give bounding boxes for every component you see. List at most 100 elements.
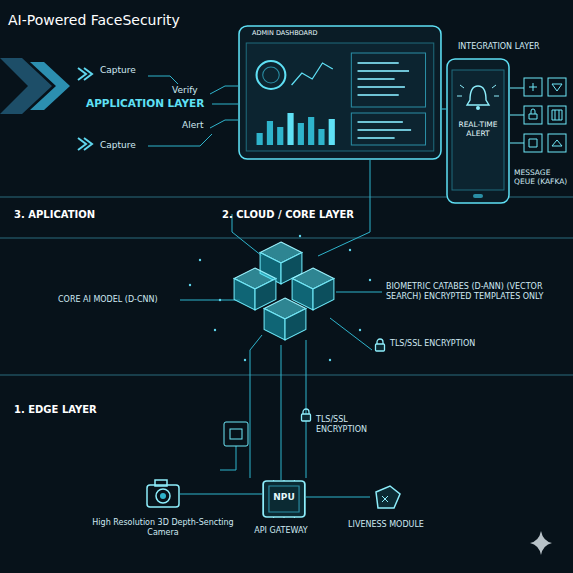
layer-label: CORE AI MODEL (D-CNN) <box>58 295 158 305</box>
shape-path <box>529 109 537 119</box>
shape-rect <box>524 134 542 152</box>
shape-rect <box>548 134 566 152</box>
shape-rect <box>548 106 566 124</box>
shape-path <box>318 160 370 256</box>
shape-rect <box>548 78 566 96</box>
dot <box>299 235 301 237</box>
shape-use <box>376 339 385 351</box>
shape-path <box>148 134 212 146</box>
node-art <box>146 478 180 508</box>
shape-use <box>264 298 306 340</box>
shape-circle <box>160 493 166 499</box>
shape-rect <box>473 194 483 198</box>
title: AI-Powered FaceSecurity <box>8 12 180 29</box>
shape-rect <box>447 59 509 203</box>
shape-rect <box>351 53 425 107</box>
shape-rect <box>329 119 335 145</box>
node-text: High Resolution 3D Depth-Sencting Camera <box>88 518 238 538</box>
shape-circle <box>156 489 170 503</box>
dot <box>369 279 371 281</box>
shape-path <box>552 84 562 91</box>
shape-path <box>358 122 412 138</box>
shape-use <box>234 268 276 310</box>
shape-line <box>0 375 573 376</box>
shape-rect <box>298 123 304 145</box>
layer-label: 3. APLICATION <box>14 209 95 221</box>
shape-rect <box>287 113 293 145</box>
shape-path <box>220 446 236 470</box>
cube-cluster <box>234 242 334 340</box>
chip-icon <box>224 422 248 446</box>
shape-path <box>180 300 240 301</box>
layer-label: APPLICATION LAYER <box>86 97 204 110</box>
chevrons <box>0 58 92 150</box>
node-text: API GATEWAY <box>226 526 336 536</box>
node-text: LIVENESS MODULE <box>331 520 441 530</box>
layer-label: Capture <box>100 140 136 151</box>
node-box: NPUAPI GATEWAY <box>262 480 306 518</box>
shape-path <box>530 531 552 555</box>
shape-polyline <box>292 63 333 85</box>
shape-rect <box>267 121 273 145</box>
shape-rect <box>257 133 263 145</box>
shape-polyline <box>84 138 92 150</box>
shape-rect <box>246 43 434 151</box>
shape-rect <box>277 127 283 145</box>
shape-path <box>457 85 499 96</box>
node-text: NPU <box>262 492 306 503</box>
shape-rect <box>155 480 167 486</box>
dot <box>219 299 221 301</box>
shape-path <box>467 86 489 105</box>
layer-label: Alert <box>182 120 203 131</box>
shape-rect <box>524 106 542 124</box>
layer-label: MESSAGE QEUE (KAFKA) <box>514 168 572 186</box>
network-dots <box>189 235 371 361</box>
shape-path <box>358 63 410 95</box>
dot <box>329 359 331 361</box>
shape-rect <box>318 129 324 145</box>
shape-polygon <box>30 62 70 110</box>
shape-line <box>0 238 573 239</box>
dot <box>359 329 361 331</box>
shape-path <box>210 86 238 94</box>
node-box: High Resolution 3D Depth-Sencting Camera <box>146 478 180 508</box>
leader-lines <box>148 76 238 146</box>
shape-path <box>382 496 388 502</box>
layer-label: BIOMETRIC CATABES (D-ANN) (VECTOR SEARCH… <box>386 282 546 301</box>
layer-label: 1. EDGE LAYER <box>14 404 97 416</box>
layer-label: Capture <box>100 65 136 76</box>
lock-icons <box>302 339 385 421</box>
shape-path <box>336 292 382 293</box>
shape-rect <box>230 429 242 439</box>
node-text: REAL-TIME ALERT <box>452 120 504 138</box>
shape-rect <box>308 117 314 145</box>
shape-path <box>148 76 178 84</box>
layer-label: TLS/SSL ENCRYPTION <box>390 339 475 349</box>
layer-label: Verify <box>172 85 198 96</box>
dot <box>244 359 246 361</box>
shape-polygon <box>376 486 400 508</box>
dot <box>349 249 351 251</box>
dot <box>189 284 191 286</box>
dot <box>199 259 201 261</box>
node-box: ADMIN DASHBOARD <box>238 25 442 160</box>
node-box: LIVENESS MODULE <box>370 484 402 510</box>
shape-polyline <box>84 68 92 80</box>
shape-path <box>330 318 372 350</box>
separators <box>0 197 573 375</box>
node-art <box>238 25 442 160</box>
shape-path <box>529 139 537 147</box>
shape-path <box>232 214 262 256</box>
node-text: ADMIN DASHBOARD <box>252 30 442 38</box>
shape-path <box>281 345 282 480</box>
shape-path <box>552 140 562 146</box>
shape-path <box>210 120 238 128</box>
shape-circle <box>257 61 286 89</box>
shape-path <box>250 335 262 478</box>
shape-rect <box>452 70 504 190</box>
shape-use <box>302 409 311 421</box>
shape-rect <box>239 26 441 159</box>
sparkle <box>530 531 552 555</box>
node-art <box>370 484 402 510</box>
